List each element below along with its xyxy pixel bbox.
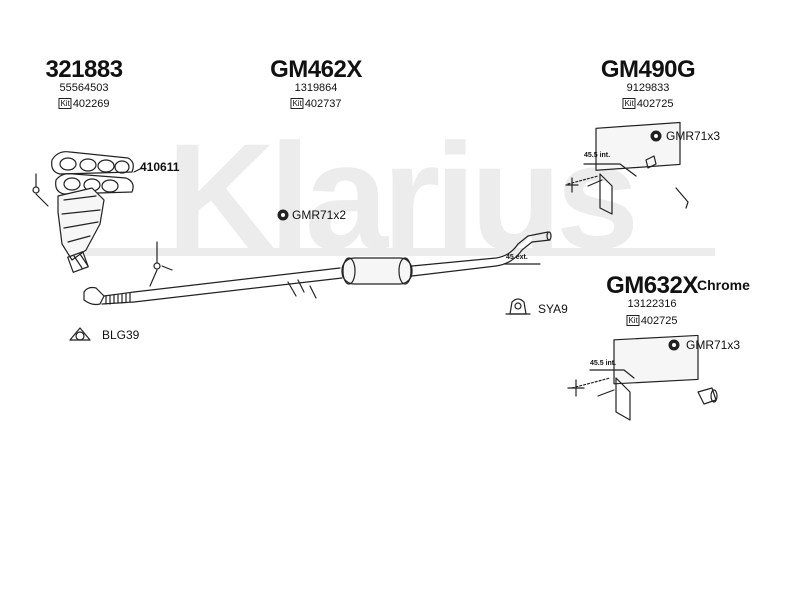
callout-gasket-set: 410611 <box>140 160 180 174</box>
finish-label: Chrome <box>697 277 750 293</box>
dim-line-rear-bottom <box>589 369 635 379</box>
dim-rear-bottom: 45.5 int. <box>590 360 617 367</box>
ref-number-centre: 1319864 <box>294 82 338 94</box>
catalytic-converter <box>57 187 105 273</box>
callout-flange-gasket: BLG39 <box>102 328 140 342</box>
dim-rear-top: 45.5 int. <box>584 152 611 159</box>
kit-value: 402725 <box>640 315 678 327</box>
kit-label: Kit <box>626 315 640 326</box>
manifold-gasket-set <box>51 151 143 195</box>
part-number-centre: GM462X <box>270 56 362 83</box>
kit-value: 402725 <box>636 98 674 110</box>
dim-mid: 45 ext. <box>506 254 528 261</box>
dim-line-rear-top <box>583 163 637 177</box>
callout-clamp-rear-bottom: GMR71x3 <box>686 338 741 352</box>
sensor-boss <box>32 173 49 207</box>
part-number-rear-top: GM490G <box>600 56 696 83</box>
centre-silencer <box>341 231 552 285</box>
sensor-bracket <box>149 241 173 287</box>
kit-label: Kit <box>290 98 304 109</box>
ref-number-front: 55564503 <box>59 82 109 94</box>
mounting-rubber <box>505 298 531 315</box>
front-pipe <box>83 267 343 306</box>
part-number-rear-bottom: GM632X <box>606 272 698 299</box>
part-number-front: 321883 <box>45 56 123 83</box>
flange-gasket <box>69 327 91 341</box>
kit-value: 402269 <box>72 98 110 110</box>
ref-number-rear-bottom: 13122316 <box>627 298 677 310</box>
kit-label: Kit <box>58 98 72 109</box>
ref-number-rear-top: 9129833 <box>626 82 670 94</box>
kit-value: 402737 <box>304 98 342 110</box>
kit-label: Kit <box>622 98 636 109</box>
callout-mounting: SYA9 <box>538 302 568 316</box>
callout-clamp-rear-top: GMR71x3 <box>666 129 721 143</box>
callout-clamp-mid: GMR71x2 <box>292 208 347 222</box>
